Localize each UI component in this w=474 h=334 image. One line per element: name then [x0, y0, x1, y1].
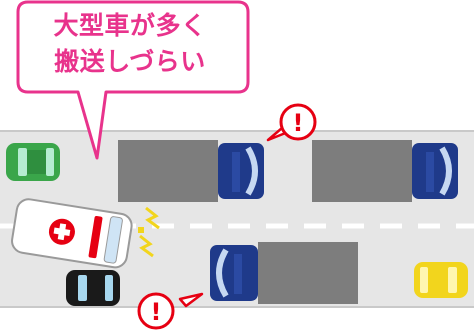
callout-bubble — [16, 0, 250, 160]
ambulance — [11, 198, 133, 269]
callout-text-line1: 大型車が多く — [53, 11, 207, 40]
warning-icon-bottom: ! — [137, 292, 204, 330]
yellow-car — [414, 262, 468, 298]
warning-mark-bottom: ! — [151, 298, 162, 326]
warning-icon-top: ! — [266, 103, 317, 142]
truck-bottom — [210, 242, 358, 304]
black-car — [66, 270, 120, 306]
callout-text-line2: 搬送しづらい — [54, 47, 206, 76]
hazard-flash-icon — [138, 206, 160, 258]
warning-mark-top: ! — [293, 109, 304, 137]
truck-top-middle — [118, 140, 264, 202]
green-car — [6, 143, 60, 181]
truck-top-right — [312, 140, 458, 202]
